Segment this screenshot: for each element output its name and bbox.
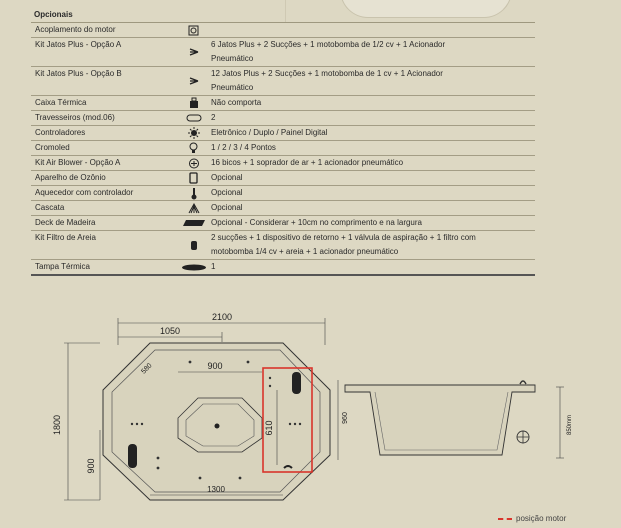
tub-technical-drawing: 2100 1050 900 580 1800 900 1300 610 960 … bbox=[52, 312, 573, 501]
table-row: Deck de Madeira Opcional - Considerar + 1… bbox=[31, 216, 535, 231]
row-label: Acoplamento do motor bbox=[35, 25, 116, 34]
legend-dash bbox=[498, 517, 512, 520]
row-label: Caixa Térmica bbox=[35, 98, 87, 107]
row-value: 16 bicos + 1 soprador de ar + 1 acionado… bbox=[211, 156, 535, 170]
drain bbox=[214, 423, 220, 429]
row-value: Opcional bbox=[211, 201, 535, 215]
tub-outline-outer bbox=[102, 342, 331, 501]
row-label: Kit Jatos Plus - Opção B bbox=[35, 69, 122, 78]
tub-outline-inner bbox=[111, 349, 321, 493]
row-label: Aquecedor com controlador bbox=[35, 188, 134, 197]
pillow-left bbox=[128, 444, 137, 468]
row-value: Eletrônico / Duplo / Painel Digital bbox=[211, 126, 535, 140]
table-row: Kit Air Blower - Opção A 16 bicos + 1 sop… bbox=[31, 156, 535, 171]
table-row: Cromoled 1 / 2 / 3 / 4 Pontos bbox=[31, 141, 535, 156]
row-label: Kit Jatos Plus - Opção A bbox=[35, 40, 122, 49]
row-label: Cascata bbox=[35, 203, 65, 212]
row-value: Opcional - Considerar + 10cm no comprime… bbox=[211, 216, 535, 230]
bulb-icon bbox=[176, 141, 211, 155]
motor-position-legend: posição motor bbox=[498, 514, 566, 523]
table-row: Acoplamento do motor bbox=[31, 23, 535, 38]
jets-icon bbox=[176, 38, 211, 66]
side-elevation bbox=[344, 380, 536, 456]
table-row: Caixa Térmica Não comporta bbox=[31, 96, 535, 111]
row-value: Opcional bbox=[211, 171, 535, 185]
jet-markers bbox=[130, 360, 302, 480]
heater-icon bbox=[176, 186, 211, 200]
dim-partial-width: 1050 bbox=[160, 326, 180, 336]
waterfall-icon bbox=[176, 201, 211, 215]
seat-inner bbox=[177, 397, 263, 453]
table-row: Travesseiros (mod.06) 2 bbox=[31, 111, 535, 126]
row-value-line-2: motobomba 1/4 cv + areia + 1 acionador p… bbox=[211, 247, 399, 256]
row-value-line-2: Pneumático bbox=[211, 54, 254, 63]
wood-deck-icon bbox=[176, 216, 211, 230]
thermal-cover-icon bbox=[176, 260, 211, 274]
row-value-line: 2 sucções + 1 dispositivo de retorno + 1… bbox=[211, 233, 476, 242]
row-label: Travesseiros (mod.06) bbox=[35, 113, 115, 122]
suction-mark bbox=[283, 465, 293, 469]
table-row: Kit Jatos Plus - Opção B 12 Jatos Plus + … bbox=[31, 67, 535, 96]
motor-position-box bbox=[262, 367, 313, 473]
controller-icon bbox=[176, 126, 211, 140]
row-value-line: Opcional - Considerar + 10cm no comprime… bbox=[211, 218, 422, 227]
table-row: Tampa Térmica 1 bbox=[31, 260, 535, 276]
sand-filter-icon bbox=[176, 231, 211, 259]
dim-right-height: 960 bbox=[342, 412, 349, 424]
row-value-line: Não comporta bbox=[211, 98, 262, 107]
dim-total-width: 2100 bbox=[212, 312, 232, 322]
row-label: Cromoled bbox=[35, 143, 70, 152]
row-value-line: 6 Jatos Plus + 2 Sucções + 1 motobomba d… bbox=[211, 40, 446, 49]
motor-coupling-icon bbox=[176, 23, 211, 37]
pillow-right bbox=[292, 372, 301, 394]
row-value-line: Opcional bbox=[211, 203, 243, 212]
row-value: Não comporta bbox=[211, 96, 535, 110]
dim-side-height: 850mm bbox=[567, 415, 573, 435]
row-value: 1 bbox=[211, 260, 535, 274]
dim-bottom-width: 1300 bbox=[207, 485, 225, 494]
table-row: Aparelho de Ozônio Opcional bbox=[31, 171, 535, 186]
table-row: Kit Filtro de Areia 2 sucções + 1 disposi… bbox=[31, 231, 535, 260]
row-label: Kit Filtro de Areia bbox=[35, 233, 96, 242]
top-decoration-line bbox=[285, 0, 621, 22]
row-value-line: Opcional bbox=[211, 188, 243, 197]
row-value-line: Eletrônico / Duplo / Painel Digital bbox=[211, 128, 328, 137]
row-value: 1 / 2 / 3 / 4 Pontos bbox=[211, 141, 535, 155]
table-row: Controladores Eletrônico / Duplo / Painel… bbox=[31, 126, 535, 141]
row-value-line: Opcional bbox=[211, 173, 243, 182]
seat-inner-2 bbox=[185, 403, 255, 447]
row-label: Aparelho de Ozônio bbox=[35, 173, 106, 182]
row-value-line: 16 bicos + 1 soprador de ar + 1 acionado… bbox=[211, 158, 404, 167]
row-label: Kit Air Blower - Opção A bbox=[35, 158, 121, 167]
row-value: 12 Jatos Plus + 2 Sucções + 1 motobomba … bbox=[211, 67, 535, 95]
dim-inner-width: 900 bbox=[207, 361, 222, 371]
dim-height-lower: 900 bbox=[86, 458, 96, 473]
row-label: Deck de Madeira bbox=[35, 218, 96, 227]
legend-label: posição motor bbox=[516, 514, 567, 523]
row-value: 2 bbox=[211, 111, 535, 125]
ozone-icon bbox=[176, 171, 211, 185]
jets-icon bbox=[176, 67, 211, 95]
pillow-icon bbox=[176, 111, 211, 125]
section-title: Opcionais bbox=[31, 8, 535, 23]
dim-inner-height: 610 bbox=[264, 420, 274, 435]
row-value bbox=[211, 23, 535, 37]
thermal-box-icon bbox=[176, 96, 211, 110]
air-blower-icon bbox=[176, 156, 211, 170]
row-value: 2 sucções + 1 dispositivo de retorno + 1… bbox=[211, 231, 535, 259]
row-value-line-2: Pneumático bbox=[211, 83, 254, 92]
row-value-line: 1 / 2 / 3 / 4 Pontos bbox=[211, 143, 276, 152]
row-value-line: 12 Jatos Plus + 2 Sucções + 1 motobomba … bbox=[211, 69, 443, 78]
table-row: Kit Jatos Plus - Opção A 6 Jatos Plus + 2… bbox=[31, 38, 535, 67]
row-label: Controladores bbox=[35, 128, 86, 137]
dim-height-total: 1800 bbox=[52, 415, 62, 435]
row-label: Tampa Térmica bbox=[35, 262, 90, 271]
row-value: Opcional bbox=[211, 186, 535, 200]
row-value-line: 1 bbox=[211, 262, 216, 271]
table-row: Aquecedor com controlador Opcional bbox=[31, 186, 535, 201]
table-row: Cascata Opcional bbox=[31, 201, 535, 216]
row-value-line: 2 bbox=[211, 113, 216, 122]
row-value: 6 Jatos Plus + 2 Sucções + 1 motobomba d… bbox=[211, 38, 535, 66]
